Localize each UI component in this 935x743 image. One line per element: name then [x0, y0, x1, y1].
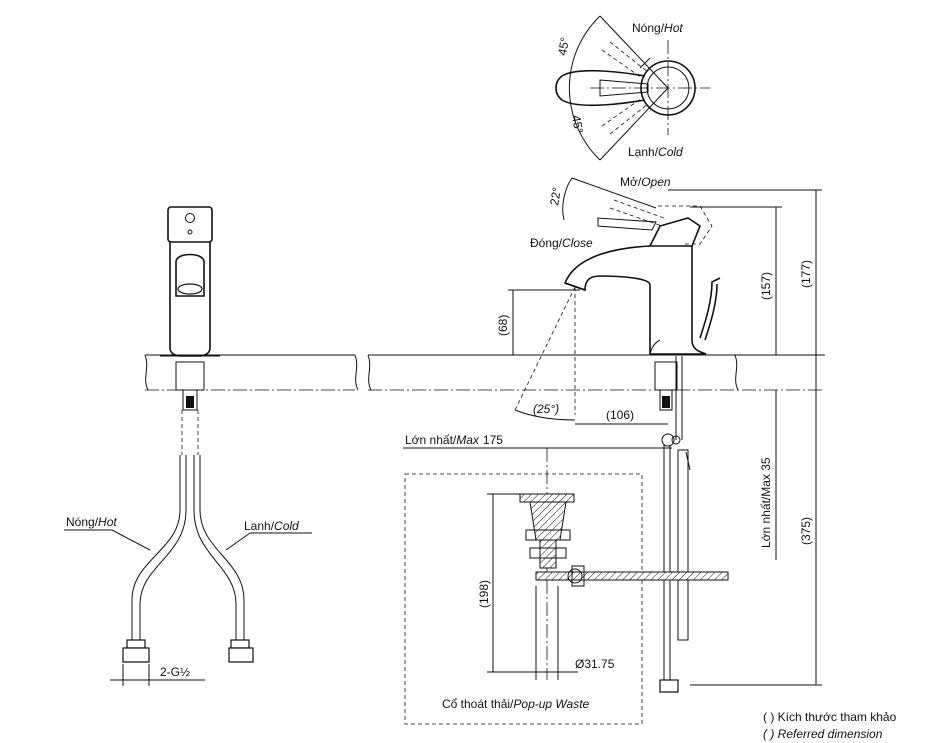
total-height-label: (177) [799, 260, 813, 288]
cold-position-label: Lạnh/Cold [628, 145, 683, 159]
deck-max-label: Lớn nhất/Max 35 [759, 457, 773, 548]
hot-position-label: Nóng/Hot [632, 21, 683, 35]
waste-caption: Cổ thoát thải/Pop-up Waste [442, 697, 590, 711]
body-height-label: (157) [759, 272, 773, 300]
spout-angle-label: (25°) [533, 402, 559, 416]
below-length-label: (375) [799, 517, 813, 545]
open-label: Mở/Open [620, 175, 671, 189]
handle-angle-label: 22° [547, 186, 564, 207]
waste-diameter-label: Ø31.75 [575, 657, 615, 671]
note-reference-en: ( ) Referred dimension [763, 727, 883, 741]
countertop [144, 354, 825, 391]
connection-size-label: 2-G½ [160, 665, 190, 679]
front-view: Nóng/Hot Lanh/Cold 2-G½ [64, 206, 312, 686]
front-cold-hose-label: Lanh/Cold [244, 519, 299, 533]
close-label: Đóng/Close [530, 236, 593, 250]
front-hot-hose-label: Nóng/Hot [66, 515, 117, 529]
side-view: 22° Mở/Open Đóng/Close (25°) (106) (68) … [496, 175, 822, 693]
angle-lower-label: 45° [569, 114, 586, 134]
angle-upper-label: 45° [555, 36, 572, 56]
spout-reach-label: (106) [606, 408, 634, 422]
note-reference-vi: ( ) Kích thước tham khảo [763, 710, 897, 724]
waste-height-label: (198) [477, 580, 491, 608]
spout-height-label: (68) [496, 315, 510, 336]
top-view: 45° 45° Nóng/Hot Lạnh/Cold [555, 15, 710, 161]
notes: ( ) Kích thước tham khảo ( ) Referred di… [763, 710, 897, 741]
